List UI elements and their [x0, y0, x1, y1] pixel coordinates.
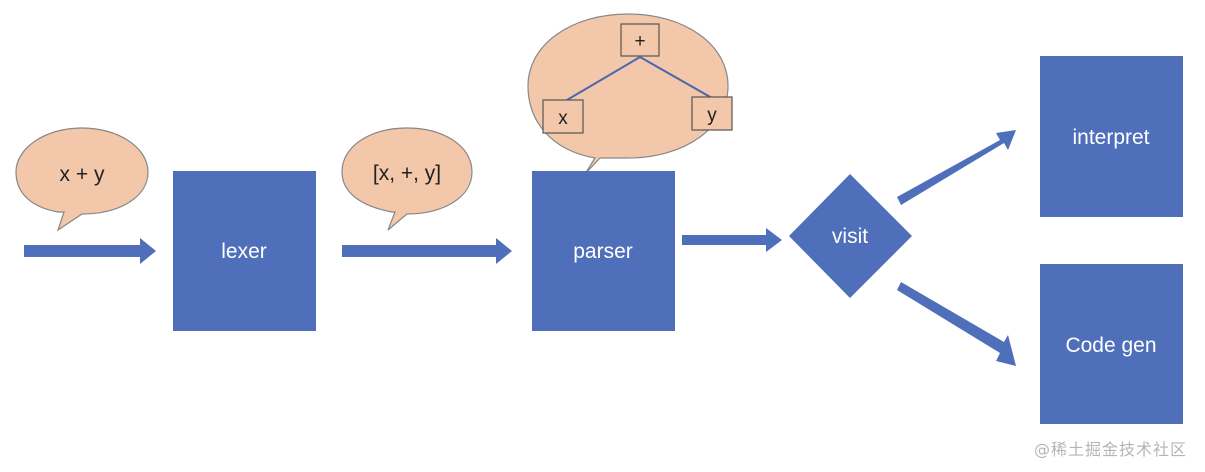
visit-label: visit — [832, 225, 868, 248]
tree-node-root: + — [620, 23, 660, 57]
arrow-input-to-lexer — [24, 238, 156, 264]
interpret-label: interpret — [1072, 126, 1149, 149]
arrow-visit-to-codegen — [897, 282, 1016, 366]
parser-box: parser — [532, 171, 675, 331]
tree-edge-left — [566, 56, 641, 101]
arrow-visit-to-interpret — [897, 130, 1016, 205]
tree-node-left-label: x — [558, 108, 568, 129]
codegen-label: Code gen — [1065, 334, 1156, 357]
visit-diamond: visit — [789, 174, 912, 298]
input-bubble: x + y — [15, 127, 149, 232]
tokens-bubble: [x, +, y] — [341, 127, 473, 231]
arrow-lexer-to-parser — [342, 238, 512, 264]
ast-bubble: + x y — [527, 13, 733, 175]
tree-node-right-label: y — [707, 105, 717, 126]
lexer-label: lexer — [221, 240, 267, 263]
tree-node-root-label: + — [634, 31, 645, 52]
tree-edge-right — [639, 56, 713, 99]
tree-node-right: y — [691, 96, 733, 131]
tokens-bubble-text: [x, +, y] — [373, 162, 441, 185]
input-bubble-text: x + y — [60, 163, 105, 186]
tree-node-left: x — [542, 99, 584, 134]
arrow-parser-to-visit — [682, 228, 782, 252]
codegen-box: Code gen — [1040, 264, 1183, 424]
watermark: @稀土掘金技术社区 — [1033, 440, 1187, 459]
interpret-box: interpret — [1040, 56, 1183, 217]
lexer-box: lexer — [173, 171, 316, 331]
parser-label: parser — [573, 240, 633, 263]
